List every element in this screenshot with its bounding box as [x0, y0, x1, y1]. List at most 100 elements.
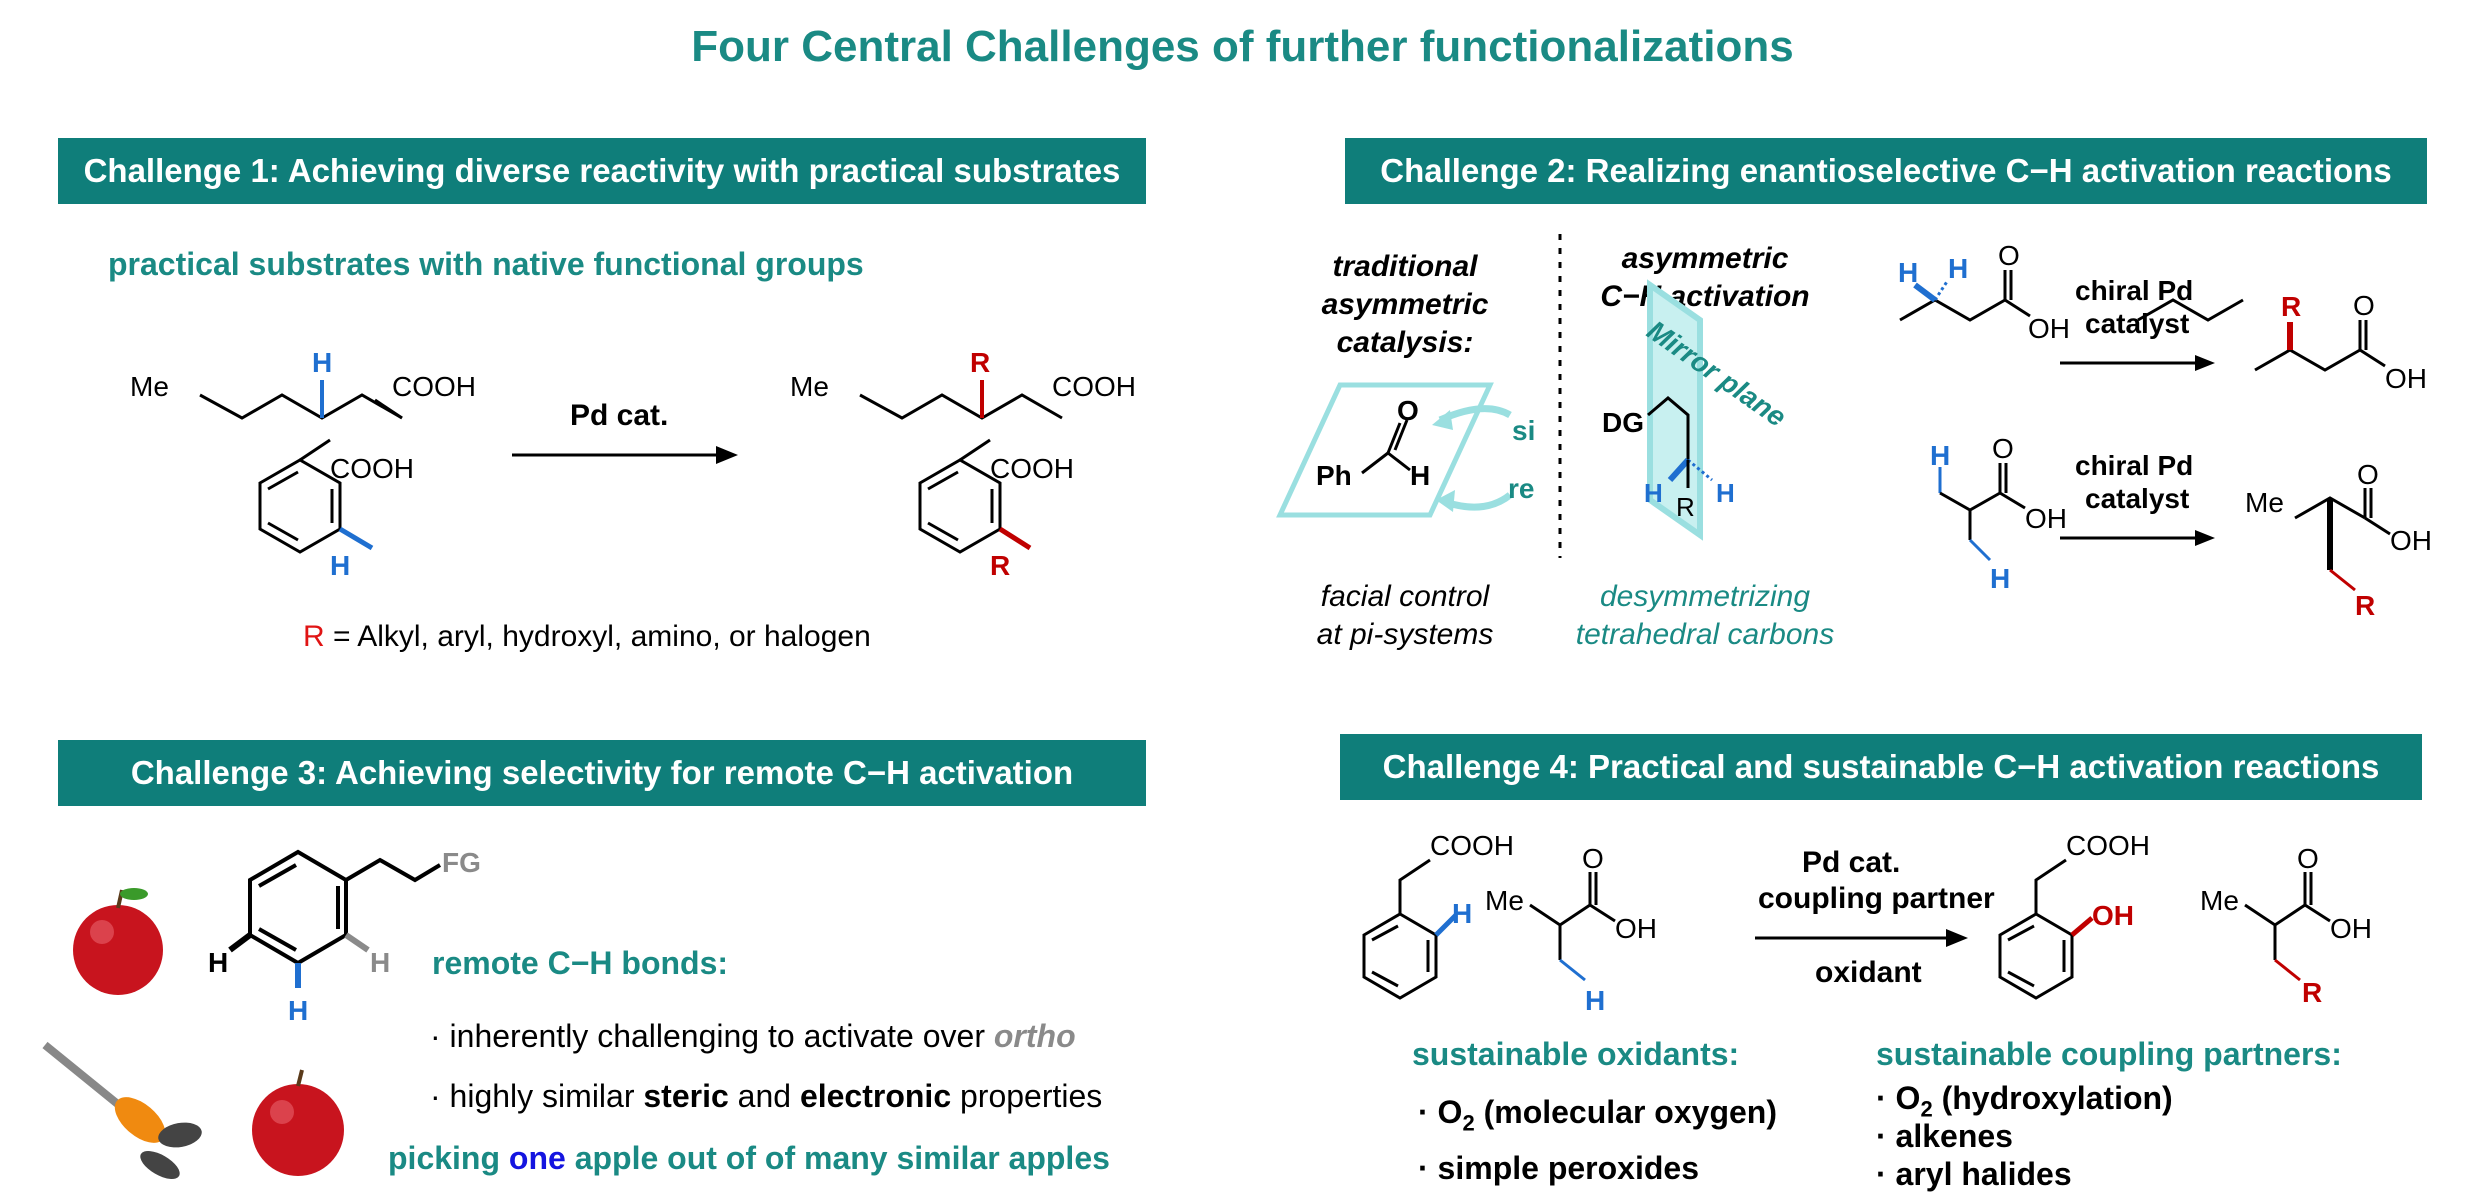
- c2-o-top: O: [1998, 240, 2020, 271]
- pick-pre: picking: [388, 1140, 509, 1176]
- partner-item-2: · alkenes: [1876, 1118, 2013, 1155]
- facial-line-2: at pi-systems: [1316, 618, 1494, 651]
- challenge-1-scheme: Me COOH H COOH H Me COOH R COOH R Pd cat…: [130, 347, 1136, 581]
- partner-1-pre: · O: [1876, 1080, 1921, 1116]
- c2-chiral-top-2: catalyst: [2085, 308, 2189, 339]
- re-label: re: [1508, 473, 1534, 504]
- c2-chiral-top-1: chiral Pd: [2075, 275, 2193, 306]
- challenge-4-banner: Challenge 4: Practical and sustainable C…: [1340, 734, 2422, 800]
- c4-cooh-1: COOH: [1430, 830, 1514, 861]
- partner-1-post: (hydroxylation): [1932, 1080, 2173, 1116]
- h-left-label: H: [1644, 478, 1663, 508]
- pick-post: apple out of of many similar apples: [565, 1140, 1110, 1176]
- facial-line-1: facial control: [1320, 580, 1490, 613]
- c3-bullet-2: · highly similar steric and electronic p…: [430, 1078, 1102, 1115]
- c4-o-1: O: [1582, 843, 1604, 874]
- c2-o-prod-top: O: [2353, 290, 2375, 321]
- challenge-3-graphics: FG H H H: [42, 847, 481, 1179]
- c2-h-bot-a: H: [1930, 440, 1950, 471]
- desymmetrizing-label: desymmetrizing tetrahedral carbons: [1540, 578, 1870, 654]
- c4-oh-1: OH: [1615, 913, 1657, 944]
- r-definition: R = Alkyl, aryl, hydroxyl, amino, or hal…: [303, 620, 871, 654]
- c4-arrow-top-2: coupling partner: [1758, 882, 1995, 915]
- trad-line-2: asymmetric: [1321, 288, 1489, 321]
- c1-me-left: Me: [130, 371, 169, 402]
- c2-chiral-bot-1: chiral Pd: [2075, 450, 2193, 481]
- picking-apple-line: picking one apple out of of many similar…: [388, 1140, 1110, 1177]
- c4-h-2: H: [1585, 985, 1605, 1016]
- challenge-2-right-scheme: H H O OH H H O OH chiral Pd catalyst chi…: [1898, 240, 2244, 594]
- ph-label: Ph: [1316, 460, 1352, 491]
- r-definition-text: = Alkyl, aryl, hydroxyl, amino, or halog…: [324, 620, 871, 653]
- c2-o-bot: O: [1992, 433, 2014, 464]
- partner-item-1: · O2 (hydroxylation): [1876, 1080, 2173, 1122]
- c2-h-top-a: H: [1898, 257, 1918, 288]
- page-title: Four Central Challenges of further funct…: [691, 22, 1794, 71]
- c4-cooh-2: COOH: [2066, 830, 2150, 861]
- r-symbol: R: [303, 620, 325, 653]
- c4-me-1: Me: [1485, 885, 1524, 916]
- c2-r-prod-bot: R: [2355, 590, 2375, 621]
- c2-h-bot-b: H: [1990, 563, 2010, 594]
- c2-r-prod-top: R: [2281, 291, 2301, 322]
- c3-bullet-2-post: properties: [951, 1078, 1103, 1114]
- o-label: O: [1397, 395, 1419, 426]
- c2-h-top-b: H: [1948, 253, 1968, 284]
- c1-cooh-benz-right: COOH: [990, 453, 1074, 484]
- trad-line-1: traditional: [1332, 250, 1478, 283]
- challenge-1-subtitle: practical substrates with native functio…: [108, 246, 864, 282]
- c4-o-2: O: [2297, 843, 2319, 874]
- c3-bullet-2-mid: and: [728, 1078, 800, 1114]
- asym-line-2: C−H activation: [1600, 280, 1810, 313]
- c2-oh-prod-bot: OH: [2390, 525, 2432, 556]
- challenge-1-banner: Challenge 1: Achieving diverse reactivit…: [58, 138, 1146, 204]
- c1-h-benz: H: [330, 550, 350, 581]
- c1-r-benz: R: [990, 550, 1010, 581]
- c1-cooh-benz-left: COOH: [330, 453, 414, 484]
- c3-bullet-1-text: · inherently challenging to activate ove…: [430, 1018, 994, 1054]
- c3-fg: FG: [442, 847, 481, 878]
- c1-arrow-label: Pd cat.: [570, 399, 668, 432]
- ortho-word: ortho: [993, 1018, 1076, 1054]
- c1-cooh-right: COOH: [1052, 371, 1136, 402]
- oxidant-1-pre: · O: [1418, 1094, 1463, 1130]
- c1-h-chain: H: [312, 347, 332, 378]
- c4-r-prod: R: [2302, 977, 2322, 1008]
- oxidant-1-post: (molecular oxygen): [1474, 1094, 1777, 1130]
- partner-item-3: · aryl halides: [1876, 1156, 2072, 1193]
- traditional-catalysis-label: traditional asymmetric catalysis:: [1270, 248, 1540, 362]
- challenge-2-banner: Challenge 2: Realizing enantioselective …: [1345, 138, 2427, 204]
- dg-label: DG: [1602, 407, 1644, 438]
- r-tet-label: R: [1676, 492, 1695, 522]
- c1-cooh-left: COOH: [392, 371, 476, 402]
- c3-bullet-1: · inherently challenging to activate ove…: [430, 1018, 1076, 1055]
- si-label: si: [1512, 415, 1535, 446]
- oxidant-item-2: · simple peroxides: [1418, 1150, 1699, 1187]
- c2-chiral-bot-2: catalyst: [2085, 483, 2189, 514]
- asym-line-1: asymmetric: [1621, 242, 1789, 275]
- c2-oh-prod-top: OH: [2385, 363, 2427, 394]
- partner-2-text: · alkenes: [1876, 1118, 2013, 1154]
- c2-oh-bot: OH: [2025, 503, 2067, 534]
- challenge-2-left-scheme: si re Ph O H Mirror plane DG H H R: [1276, 234, 1792, 558]
- challenge-4-scheme: COOH H Me O OH H Pd cat. coupling partne…: [1362, 830, 2372, 1016]
- asymmetric-ch-label: asymmetric C−H activation: [1570, 240, 1840, 316]
- c3-h-para: H: [208, 947, 228, 978]
- electronic-word: electronic: [799, 1078, 952, 1114]
- pick-one: one: [508, 1140, 566, 1176]
- c4-me-2: Me: [2200, 885, 2239, 916]
- h-right-label: H: [1716, 478, 1735, 508]
- oxidant-2-text: · simple peroxides: [1418, 1150, 1699, 1186]
- c4-h-1: H: [1452, 898, 1472, 929]
- c4-arrow-top-1: Pd cat.: [1802, 846, 1900, 879]
- partner-3-text: · aryl halides: [1876, 1156, 2072, 1192]
- c4-oh-prod: OH: [2092, 900, 2134, 931]
- c2-o-prod-bot: O: [2357, 459, 2379, 490]
- h-ald-label: H: [1410, 460, 1430, 491]
- c4-oh-2: OH: [2330, 913, 2372, 944]
- sustainable-oxidants-title: sustainable oxidants:: [1412, 1036, 1740, 1072]
- remote-ch-label: remote C−H bonds:: [432, 945, 729, 981]
- facial-control-label: facial control at pi-systems: [1270, 578, 1540, 654]
- steric-word: steric: [643, 1078, 729, 1114]
- oxidant-item-1: · O2 (molecular oxygen): [1418, 1094, 1777, 1136]
